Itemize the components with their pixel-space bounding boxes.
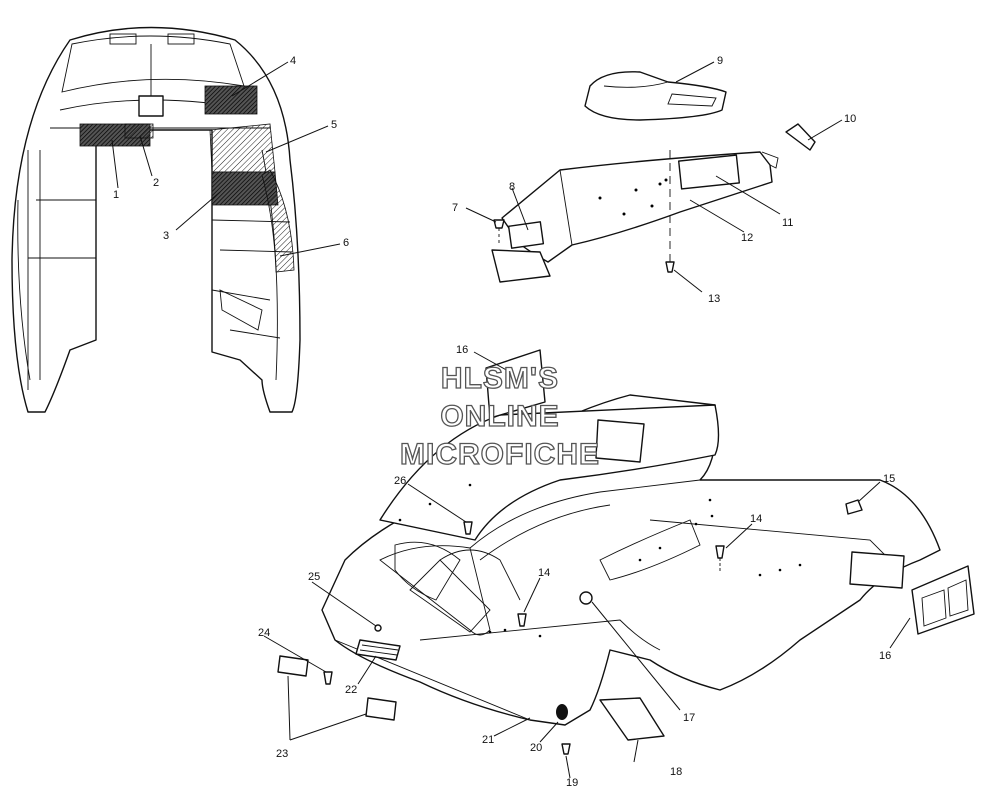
fastener-24 [323,671,333,685]
side-vent-right [911,565,975,635]
callout-15: 15 [883,473,895,485]
fastener-7 [493,219,505,246]
decal-6 [261,169,295,273]
plug-20 [556,704,568,720]
hood-assembly [11,26,301,413]
callout-3: 3 [163,230,169,242]
seat [584,71,727,121]
fastener-26 [463,521,473,535]
hood-latch [138,95,164,117]
plug-17 [579,591,593,605]
plate-23-lower [365,697,397,721]
callout-25: 25 [308,571,320,583]
decal-5 [209,123,276,173]
body-decal-upper [595,419,645,463]
callout-22: 22 [345,684,357,696]
decal-4 [204,85,258,115]
callout-7: 7 [452,202,458,214]
chassis-belly-pan [277,349,975,755]
fastener-14-right [715,545,725,559]
callout-12: 12 [741,232,753,244]
body-decal-18 [599,697,665,741]
callout-17: 17 [683,712,695,724]
fastener-14-left [517,613,527,627]
callout-9: 9 [717,55,723,67]
callout-24: 24 [258,627,270,639]
strap-clip [785,123,816,151]
watermark-line-3: MICROFICHE [400,438,600,471]
leader-lines [111,61,911,779]
watermark-line-1: HLSM'S [441,362,559,395]
part-15 [845,499,863,515]
callout-4: 4 [290,55,296,67]
callout-19: 19 [566,777,578,789]
callout-13: 13 [708,293,720,305]
callout-16-right: 16 [879,650,891,662]
callout-14-right: 14 [750,513,762,525]
seat-mount-plate [491,249,551,283]
body-decal-side [849,551,905,589]
plate-23-upper [277,655,309,677]
callout-16-top: 16 [456,344,468,356]
callout-10: 10 [844,113,856,125]
callout-8: 8 [509,181,515,193]
callout-11: 11 [782,217,793,229]
callout-26: 26 [394,475,406,487]
callout-20: 20 [530,742,542,754]
callout-5: 5 [331,119,337,131]
watermark-line-2: ONLINE [440,400,559,433]
callout-2: 2 [153,177,159,189]
part-25 [374,624,382,632]
callout-labels: 1 2 3 4 5 6 7 8 9 10 11 12 13 14 14 15 1… [113,55,895,789]
callout-14-left: 14 [538,567,550,579]
callout-6: 6 [343,237,349,249]
callout-1: 1 [113,189,119,201]
callout-21: 21 [482,734,494,746]
fastener-19 [561,743,571,755]
callout-23: 23 [276,748,288,760]
callout-18: 18 [670,766,682,778]
front-grille [355,639,401,661]
watermark: HLSM'S ONLINE MICROFICHE [399,361,600,471]
seat-base [491,150,779,283]
seat-decal-8 [507,221,545,249]
fastener-13 [665,261,675,273]
decal-2 [124,123,154,139]
